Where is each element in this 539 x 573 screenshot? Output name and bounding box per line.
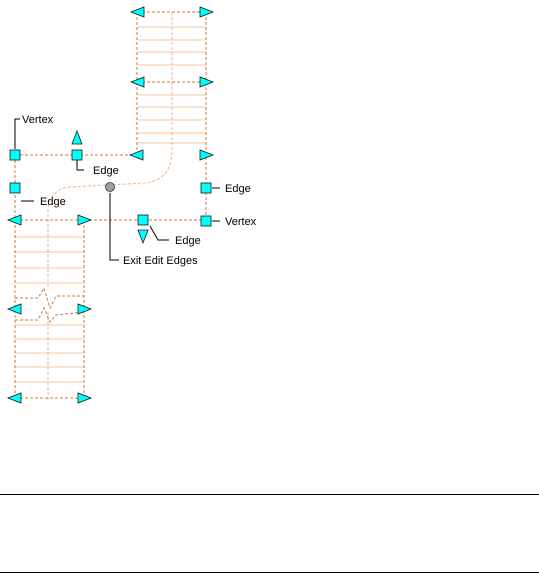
divider-top (0, 494, 539, 495)
leader-vertex-top-left (15, 119, 20, 149)
triangle-grip-icon[interactable] (131, 7, 144, 17)
leader-edge-bottom (150, 226, 169, 240)
triangle-grip-icon[interactable] (8, 393, 21, 403)
label-vertex-top-left: Vertex (22, 114, 54, 126)
triangle-grip-icon[interactable] (78, 393, 91, 403)
triangle-grip-icon[interactable] (72, 131, 82, 144)
label-edge-top: Edge (93, 165, 119, 177)
square-grip-icon[interactable] (10, 183, 20, 193)
label-vertex-right: Vertex (225, 216, 257, 228)
triangle-grip-icon[interactable] (138, 230, 148, 243)
square-grip-icon[interactable] (201, 216, 211, 226)
triangle-grip-icon[interactable] (200, 7, 213, 17)
label-edge-bottom: Edge (175, 235, 201, 247)
square-grip-icon[interactable] (72, 150, 82, 160)
square-grip-icon[interactable] (10, 150, 20, 160)
label-exit-edit-edges: Exit Edit Edges (123, 255, 198, 267)
label-edge-right: Edge (225, 183, 251, 195)
leader-edge-top (77, 160, 84, 170)
triangle-grip-icon[interactable] (130, 150, 143, 160)
square-grip-icon[interactable] (201, 183, 211, 193)
square-grip-icon[interactable] (138, 215, 148, 225)
stair-edit-edges-diagram: Vertex Edge Edge Edge Vertex Edge Exit E… (0, 0, 539, 480)
leader-exit (110, 193, 119, 260)
circle-grip-icon[interactable] (106, 183, 115, 192)
label-edge-left: Edge (40, 196, 66, 208)
triangle-grip-icon[interactable] (78, 215, 91, 225)
break-line (15, 288, 84, 322)
